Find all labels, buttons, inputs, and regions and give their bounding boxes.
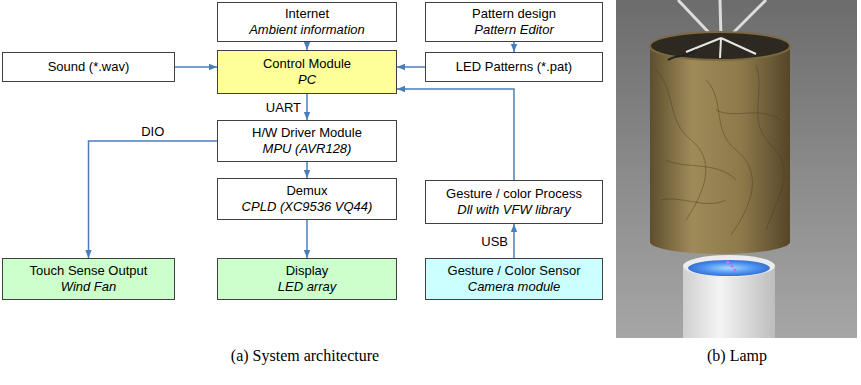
connector xyxy=(306,94,308,120)
box-subtitle: Wind Fan xyxy=(61,279,117,295)
box-title: Internet xyxy=(285,6,329,22)
lamp-photo xyxy=(616,0,857,338)
box-subtitle: Dll with VFW library xyxy=(457,202,570,218)
box-title: H/W Driver Module xyxy=(252,125,362,141)
process-box: InternetAmbient information xyxy=(217,2,397,42)
box-title: Pattern design xyxy=(472,6,556,22)
connector xyxy=(397,89,514,180)
process-box: Pattern designPattern Editor xyxy=(425,2,603,42)
box-title: Sound (*.wav) xyxy=(48,59,130,75)
box-subtitle: LED array xyxy=(278,279,337,295)
connector xyxy=(306,42,308,50)
glowing-water xyxy=(688,260,770,276)
box-subtitle: Ambient information xyxy=(249,22,365,38)
signal-label: USB xyxy=(479,234,510,249)
box-subtitle: PC xyxy=(298,72,316,88)
shade-opening xyxy=(650,32,790,60)
process-box: DisplayLED array xyxy=(217,258,397,300)
signal-label: UART xyxy=(264,100,303,115)
connector xyxy=(89,141,218,258)
process-box: Control ModulePC xyxy=(217,50,397,94)
box-subtitle: MPU (AVR128) xyxy=(263,141,352,157)
box-title: LED Patterns (*.pat) xyxy=(456,59,572,75)
light-dots xyxy=(726,260,736,271)
lamp-shade xyxy=(650,46,790,254)
connector xyxy=(513,224,515,258)
box-title: Control Module xyxy=(263,56,351,72)
process-box: DemuxCPLD (XC9536 VQ44) xyxy=(217,178,397,220)
subfigure-caption: (a) System architecture xyxy=(231,346,379,365)
box-subtitle: CPLD (XC9536 VQ44) xyxy=(242,199,373,215)
box-subtitle: Pattern Editor xyxy=(474,22,554,38)
subfigure-caption: (b) Lamp xyxy=(707,346,767,365)
box-title: Touch Sense Output xyxy=(30,263,148,279)
photo-background xyxy=(616,0,857,338)
box-title: Display xyxy=(286,263,329,279)
process-box: LED Patterns (*.pat) xyxy=(425,52,603,82)
box-title: Demux xyxy=(286,183,327,199)
process-box: Gesture / Color SensorCamera module xyxy=(425,258,603,300)
process-box: H/W Driver ModuleMPU (AVR128) xyxy=(217,120,397,162)
process-box: Sound (*.wav) xyxy=(2,52,175,82)
box-title: Gesture / Color Sensor xyxy=(448,263,581,279)
connector xyxy=(306,162,308,178)
signal-label: DIO xyxy=(139,124,166,139)
box-subtitle: Camera module xyxy=(468,279,561,295)
box-title: Gesture / color Process xyxy=(446,186,582,202)
connector xyxy=(397,66,425,68)
process-box: Touch Sense OutputWind Fan xyxy=(2,258,175,300)
connector xyxy=(513,42,515,52)
lamp-wires xyxy=(668,38,756,60)
cup-rim xyxy=(683,255,775,277)
process-box: Gesture / color ProcessDll with VFW libr… xyxy=(425,180,603,224)
connector xyxy=(175,66,217,68)
connector xyxy=(306,220,308,258)
shade-texture xyxy=(656,65,784,235)
